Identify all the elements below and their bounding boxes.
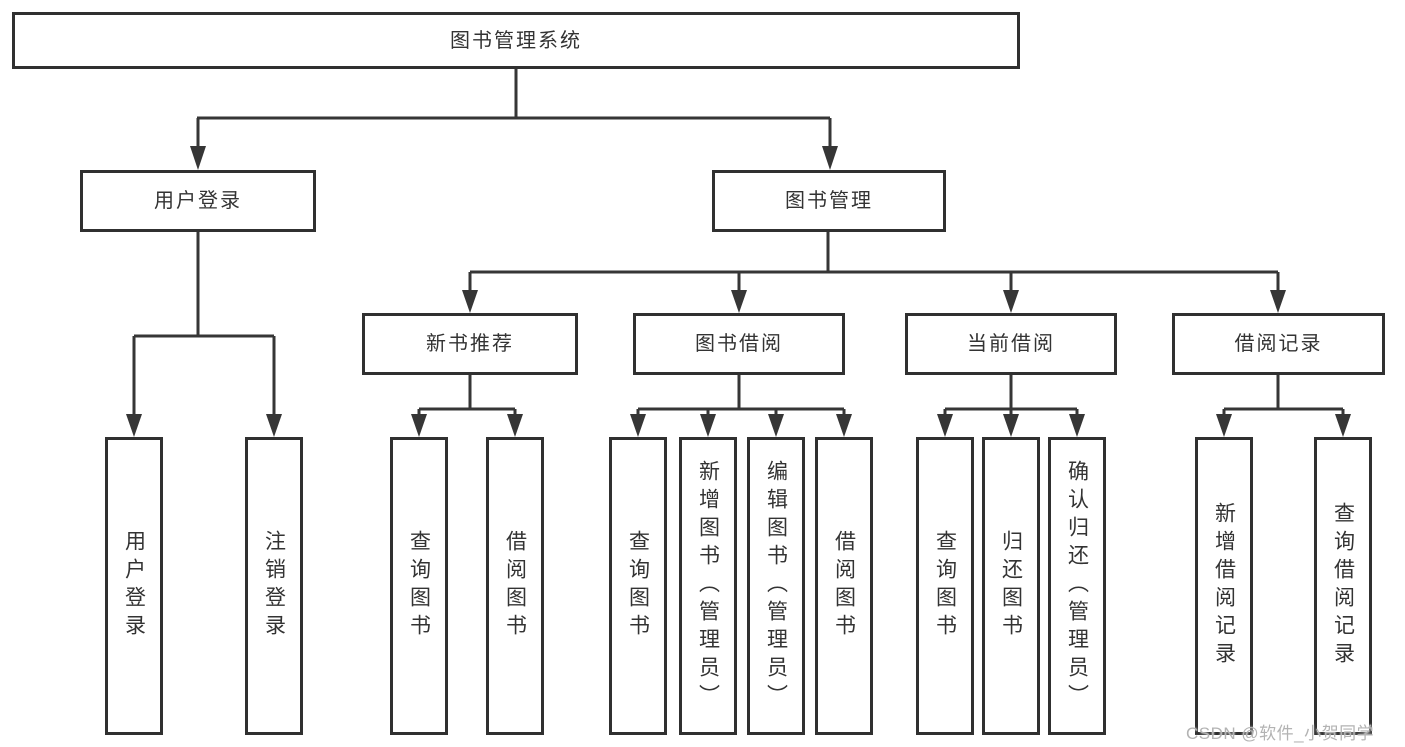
leaf-return-books: 归还图书 (982, 437, 1040, 735)
leaf-query-borrow-record: 查询借阅记录 (1314, 437, 1372, 735)
leaf-add-books-admin: 新增图书（管理员） (679, 437, 737, 735)
leaf-edit-books-admin: 编辑图书（管理员） (747, 437, 805, 735)
leaf-borrow-books: 借阅图书 (815, 437, 873, 735)
node-current-borrow: 当前借阅 (905, 313, 1117, 375)
node-new-book-recommend: 新书推荐 (362, 313, 578, 375)
leaf-logout-login: 注销登录 (245, 437, 303, 735)
leaf-add-borrow-record: 新增借阅记录 (1195, 437, 1253, 735)
node-root-library-system: 图书管理系统 (12, 12, 1020, 69)
leaf-user-login: 用户登录 (105, 437, 163, 735)
leaf-borrow-query-books: 查询图书 (609, 437, 667, 735)
watermark: CSDN @软件_小贺同学 (1186, 724, 1375, 743)
node-user-login: 用户登录 (80, 170, 316, 232)
leaf-current-query-books: 查询图书 (916, 437, 974, 735)
node-borrow-records: 借阅记录 (1172, 313, 1385, 375)
leaf-recommend-borrow-books: 借阅图书 (486, 437, 544, 735)
node-book-borrow: 图书借阅 (633, 313, 845, 375)
node-book-management: 图书管理 (712, 170, 946, 232)
leaf-recommend-query-books: 查询图书 (390, 437, 448, 735)
leaf-confirm-return-admin: 确认归还（管理员） (1048, 437, 1106, 735)
